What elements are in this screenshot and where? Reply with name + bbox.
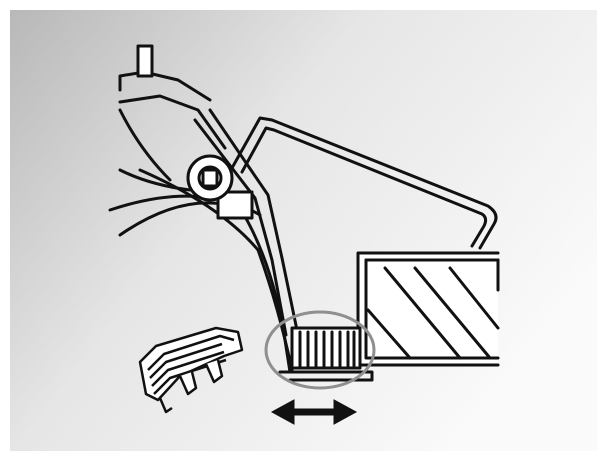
double-headed-arrow-icon — [270, 399, 358, 425]
upper-housing — [118, 44, 227, 192]
diagram-panel — [10, 10, 597, 451]
pivot-joint — [186, 154, 234, 202]
ribbed-insert — [278, 326, 374, 382]
wire-lever — [230, 116, 498, 250]
highlight-ring — [264, 310, 376, 390]
hatched-block — [356, 251, 500, 367]
mechanism-diagram — [10, 10, 597, 451]
top-tab — [136, 44, 154, 78]
gradient-background — [10, 10, 597, 451]
inner-frame — [193, 108, 300, 337]
ribbed-clip-icon — [138, 326, 244, 414]
